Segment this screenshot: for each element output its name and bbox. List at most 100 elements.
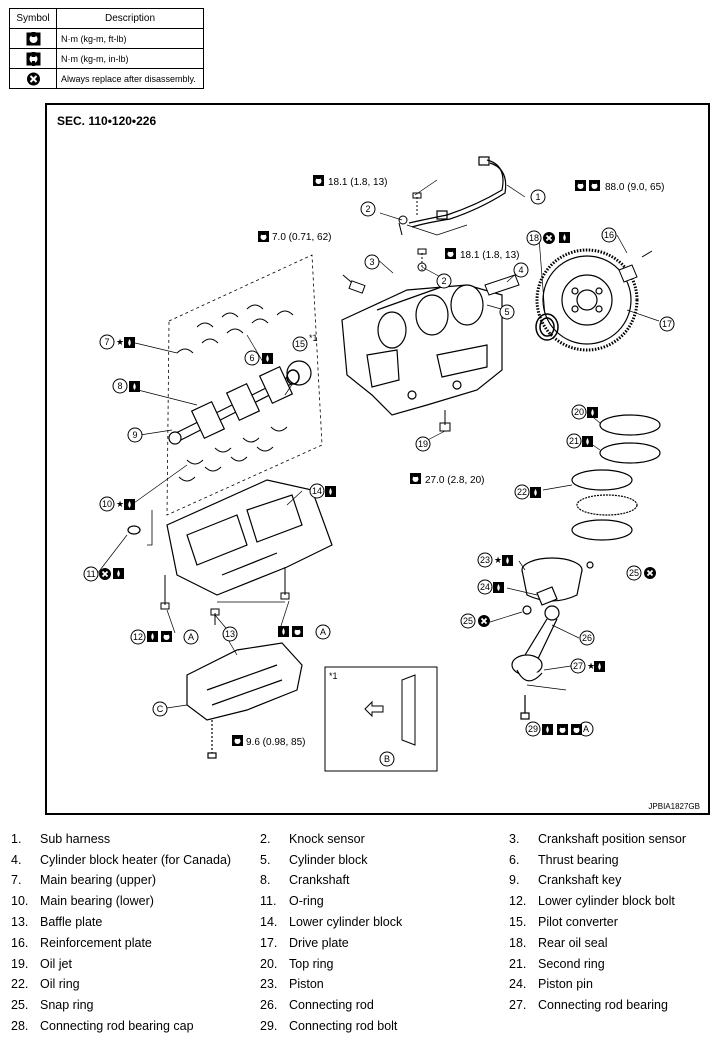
detail-inset	[324, 666, 438, 772]
callout-7: 7	[99, 334, 115, 350]
callout-13: 13	[222, 626, 238, 642]
callout-20: 20	[571, 404, 587, 420]
callout-letter-a1-text: A	[188, 632, 194, 642]
inset-note-mark: *1	[329, 671, 338, 681]
piston-drawing	[521, 557, 594, 602]
callout-27-text: 27	[573, 661, 583, 671]
callout-12: 12	[130, 629, 146, 645]
callout-12-text: 12	[133, 632, 143, 642]
callout-18: 18	[526, 230, 542, 246]
callout-26-text: 26	[582, 633, 592, 643]
baffle-plate-drawing	[186, 642, 303, 759]
lower-cylinder-block-drawing	[166, 479, 333, 596]
torque-value-5: 27.0 (2.8, 20)	[425, 475, 484, 486]
callout-3: 3	[364, 254, 380, 270]
exploded-view-drawing: 1 2 2 3 4 5 6 7 8 9 10 11 12 13 14 15 16…	[83, 156, 675, 772]
legend-row-1-symbol	[9, 28, 57, 49]
callout-14: 14	[309, 483, 325, 499]
callout-17: 17	[659, 316, 675, 332]
crankshaft-drawing	[168, 360, 312, 445]
callout-15-text: 15	[295, 339, 305, 349]
callout-26: 26	[579, 630, 595, 646]
callout-10-text: 10	[102, 499, 112, 509]
torque-wrench-small-icon	[26, 51, 40, 66]
callout-13-text: 13	[225, 629, 235, 639]
callout-22: 22	[514, 484, 530, 500]
callout-11-text: 11	[86, 569, 95, 579]
callout-27: 27	[570, 658, 586, 674]
legend-header-symbol: Symbol	[9, 8, 57, 29]
callout-21: 21	[566, 433, 582, 449]
callout-3-text: 3	[369, 257, 374, 267]
callout-17-text: 17	[662, 319, 672, 329]
exploded-view-diagram: SEC. 110•120•226 JPBIA1827GB	[45, 103, 710, 815]
callout-4: 4	[513, 262, 529, 278]
callout-6-text: 6	[249, 353, 254, 363]
callout-2a-text: 2	[365, 204, 370, 214]
star-mark-10: ★	[116, 499, 124, 509]
star-mark-27: ★	[587, 661, 595, 671]
callout-19: 19	[415, 436, 431, 452]
torque-value-2: 88.0 (9.0, 65)	[605, 182, 664, 193]
callout-21-text: 21	[569, 436, 579, 446]
callout-6: 6	[244, 350, 260, 366]
callout-2a: 2	[360, 201, 376, 217]
callout-22-text: 22	[517, 487, 527, 497]
callout-letter-a2-text: A	[320, 627, 326, 637]
callout-10: 10	[99, 496, 115, 512]
callout-29-text: 29	[528, 724, 538, 734]
callout-5: 5	[499, 304, 515, 320]
callout-letter-c: C	[152, 701, 168, 717]
callout-25b: 25	[460, 613, 476, 629]
callout-15: 15	[292, 336, 308, 352]
star-mark-7: ★	[116, 337, 124, 347]
callout-25b-text: 25	[463, 616, 473, 626]
callout-20-text: 20	[574, 407, 584, 417]
callout-9: 9	[127, 427, 143, 443]
piston-rings-drawing	[571, 414, 661, 541]
connecting-rod-drawing	[511, 605, 560, 720]
callout-letter-b: B	[379, 751, 395, 767]
torque-value-3: 7.0 (0.71, 62)	[272, 232, 331, 243]
torque-value-4: 18.1 (1.8, 13)	[460, 250, 519, 261]
callout-25a-text: 25	[629, 568, 639, 578]
replace-x-icon	[26, 72, 40, 85]
callout-letter-a3-text: A	[583, 724, 589, 734]
callout-7-text: 7	[104, 337, 109, 347]
callout-16-text: 16	[604, 230, 614, 240]
legend-header-description: Description	[56, 8, 204, 29]
callout-1: 1	[530, 189, 546, 205]
legend-row-2-description: N·m (kg-m, in-lb)	[56, 48, 204, 69]
callout-23: 23	[477, 552, 493, 568]
cylinder-block-drawing	[341, 284, 503, 416]
callout-2b-text: 2	[441, 276, 446, 286]
note-mark-1: *1	[309, 333, 318, 343]
callout-14-text: 14	[312, 486, 322, 496]
legend-row-2-symbol	[9, 48, 57, 69]
callout-18-text: 18	[529, 233, 539, 243]
callout-24: 24	[477, 579, 493, 595]
callout-1-text: 1	[535, 192, 540, 202]
callout-4-text: 4	[518, 265, 523, 275]
callout-letter-b-text: B	[384, 754, 390, 764]
callout-9-text: 9	[132, 430, 137, 440]
drive-plate-drawing	[535, 248, 639, 352]
sub-harness-drawing	[408, 156, 507, 228]
callout-23-text: 23	[480, 555, 490, 565]
legend-row-3-description: Always replace after disassembly.	[56, 68, 204, 89]
callout-11: 11	[83, 566, 99, 582]
torque-wrench-icon	[26, 31, 40, 45]
torque-value-1: 18.1 (1.8, 13)	[328, 177, 387, 188]
callout-letter-a2: A	[315, 624, 331, 640]
callout-29: 29	[525, 721, 541, 737]
callout-25a: 25	[626, 565, 642, 581]
star-mark-23: ★	[494, 555, 502, 565]
callout-2b: 2	[436, 273, 452, 289]
callout-16: 16	[601, 227, 617, 243]
legend-row-3-symbol	[9, 68, 57, 89]
callout-24-text: 24	[480, 582, 490, 592]
callout-19-text: 19	[418, 439, 428, 449]
diagram-reference-code: JPBIA1827GB	[648, 802, 700, 811]
symbol-legend: Symbol Description N·m (kg-m, ft-lb) N·m…	[9, 8, 204, 89]
callout-8: 8	[112, 378, 128, 394]
